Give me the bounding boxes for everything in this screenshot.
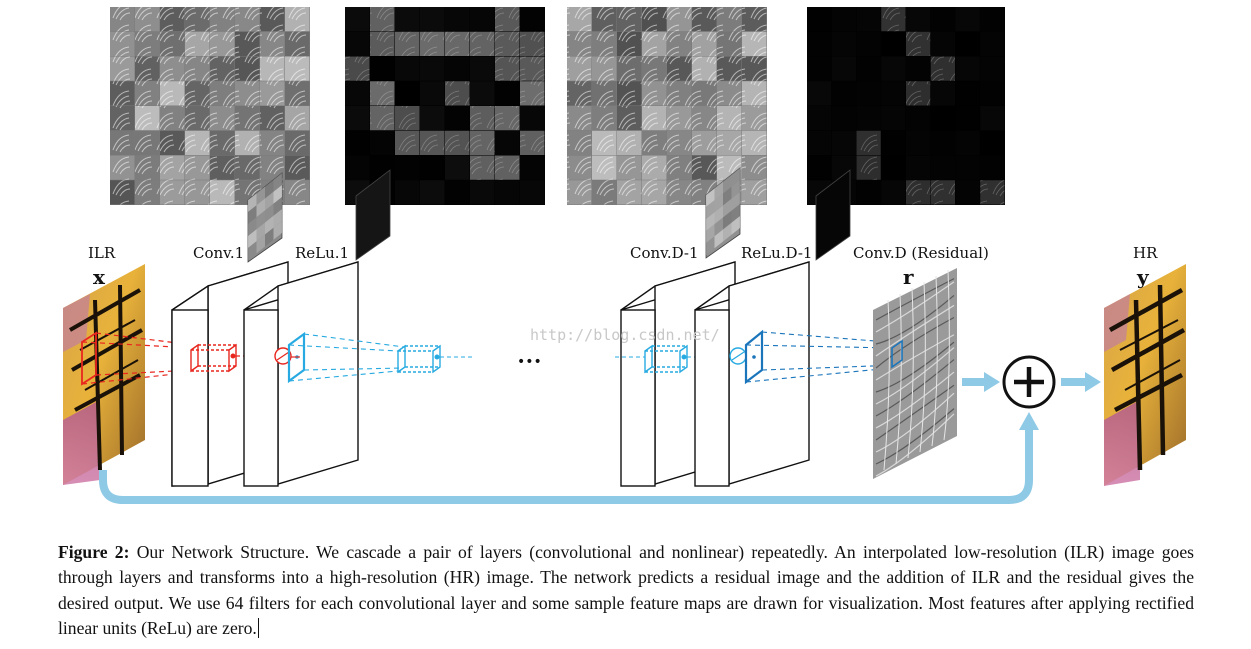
r-symbol: r [903,265,914,289]
relu1-layer-block [243,261,359,487]
relud1-label: ReLu.D-1 [741,244,812,262]
skip-connection-arrow [99,412,1039,504]
convd-residual-label: Conv.D (Residual) [853,244,989,262]
figure-caption: Figure 2: Our Network Structure. We casc… [58,540,1194,641]
hr-label: HR [1133,244,1158,262]
sample-tile-conv1 [247,172,283,263]
sum-node [1002,355,1056,409]
feature-map-panels [110,7,1005,205]
relu1-to-next-lines [288,333,405,382]
relu1-label: ReLu.1 [295,244,349,262]
convd1-filter-cube [644,344,688,374]
conv1-filter-cube [190,343,237,373]
relud1-to-residual-lines [745,331,901,383]
ellipsis-dots: ••• [517,354,542,370]
feature-map-panel-relud1 [807,7,1005,205]
x-symbol: x [93,265,106,289]
y-symbol: y [1136,265,1150,289]
ilr-label: ILR [88,244,116,262]
figure-label: Figure 2: [58,542,130,562]
sample-tile-relud1 [815,169,851,261]
conv1-label: Conv.1 [193,244,244,262]
caption-text: Our Network Structure. We cascade a pair… [58,542,1194,638]
watermark-text: http://blog.csdn.net/ [530,326,720,344]
sum-to-hr-arrow [1061,372,1101,392]
relud1-layer-block [694,261,810,487]
text-cursor [257,617,259,638]
network-structure-diagram: ILR x Conv.1 ReLu.1 Conv.D-1 ReLu.D-1 Co… [63,7,1186,504]
sample-tile-relu1 [355,169,391,261]
hr-output-image [1104,264,1186,486]
feature-map-panel-relu1 [345,7,545,205]
convd1-label: Conv.D-1 [630,244,699,262]
ilr-input-image [63,264,145,485]
residual-image [873,268,957,479]
feature-map-panel-conv1 [110,7,310,205]
feature-map-panel-convd1 [567,7,767,205]
residual-to-sum-arrow [962,372,1000,392]
sample-tile-convd1 [705,167,741,259]
next-filter-cube [397,344,441,374]
